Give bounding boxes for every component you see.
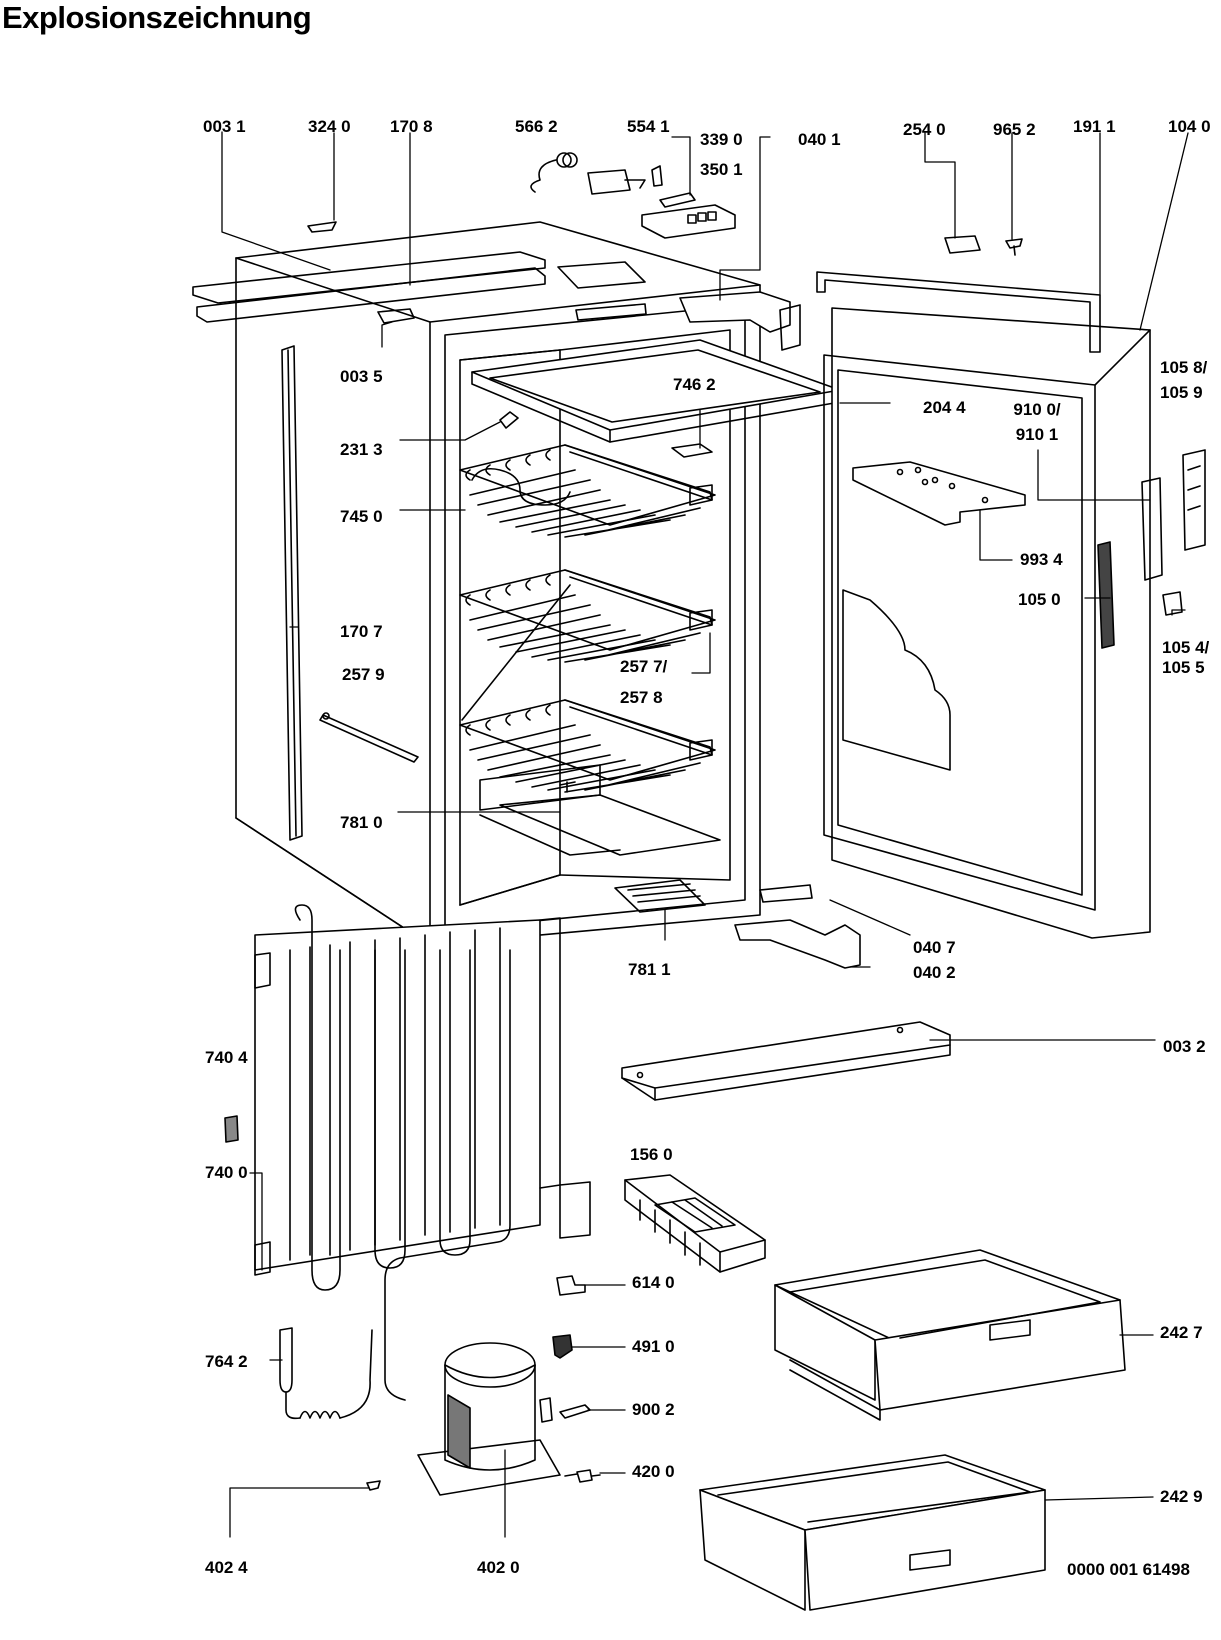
label-7810: 781 0 bbox=[340, 813, 383, 832]
label-7450: 745 0 bbox=[340, 507, 383, 526]
label-9100: 910 0/ bbox=[1013, 400, 1061, 419]
label-1054: 105 4/ bbox=[1162, 638, 1210, 657]
label-1055: 105 5 bbox=[1162, 658, 1205, 677]
label-1708: 170 8 bbox=[390, 117, 433, 136]
label-3390: 339 0 bbox=[700, 130, 743, 149]
label-1050: 105 0 bbox=[1018, 590, 1061, 609]
drawer-lower bbox=[699, 1454, 1046, 1611]
label-0035: 003 5 bbox=[340, 367, 383, 386]
drawer-upper bbox=[774, 1249, 1126, 1421]
door bbox=[734, 271, 1206, 969]
label-7404: 740 4 bbox=[205, 1048, 248, 1067]
label-2313: 231 3 bbox=[340, 440, 383, 459]
condenser bbox=[224, 904, 591, 1420]
label-1911: 191 1 bbox=[1073, 117, 1116, 136]
label-2579: 257 9 bbox=[342, 665, 385, 684]
label-4200: 420 0 bbox=[632, 1462, 675, 1481]
label-1059: 105 9 bbox=[1160, 383, 1203, 402]
shelves bbox=[459, 339, 841, 811]
label-9101: 910 1 bbox=[1015, 425, 1059, 444]
label-0031: 003 1 bbox=[203, 117, 246, 136]
page-title: Explosionszeichnung bbox=[2, 0, 312, 35]
label-3240: 324 0 bbox=[308, 117, 351, 136]
label-2540: 254 0 bbox=[903, 120, 946, 139]
label-0032: 003 2 bbox=[1163, 1037, 1206, 1056]
label-7642: 764 2 bbox=[205, 1352, 248, 1371]
label-1560: 156 0 bbox=[630, 1145, 673, 1164]
label-7462: 746 2 bbox=[673, 375, 716, 394]
cabinet-body bbox=[192, 221, 761, 946]
label-4910: 491 0 bbox=[632, 1337, 675, 1356]
label-0402: 040 2 bbox=[913, 963, 956, 982]
label-1707: 170 7 bbox=[340, 622, 383, 641]
label-6140: 614 0 bbox=[632, 1273, 675, 1292]
label-3501: 350 1 bbox=[700, 160, 743, 179]
top-components bbox=[307, 152, 1023, 351]
label-2427: 242 7 bbox=[1160, 1323, 1203, 1342]
label-1040: 104 0 bbox=[1168, 117, 1211, 136]
wire-shelf-middle bbox=[459, 569, 716, 721]
label-9934: 993 4 bbox=[1020, 550, 1063, 569]
bottom-cover bbox=[621, 1021, 951, 1101]
label-5541: 554 1 bbox=[627, 117, 670, 136]
label-1058: 105 8/ bbox=[1160, 358, 1208, 377]
label-7400: 740 0 bbox=[205, 1163, 248, 1182]
figure-id: 0000 001 61498 bbox=[1067, 1560, 1190, 1579]
label-2044: 204 4 bbox=[923, 398, 966, 417]
label-4024: 402 4 bbox=[205, 1558, 248, 1577]
label-0401: 040 1 bbox=[798, 130, 841, 149]
label-9002: 900 2 bbox=[632, 1400, 675, 1419]
label-2578: 257 8 bbox=[620, 688, 663, 707]
label-2577: 257 7/ bbox=[620, 657, 668, 676]
label-4020: 402 0 bbox=[477, 1558, 520, 1577]
leader-lines bbox=[221, 131, 1189, 1538]
label-9652: 965 2 bbox=[993, 120, 1036, 139]
ice-tray bbox=[624, 1174, 766, 1273]
label-0407: 040 7 bbox=[913, 938, 956, 957]
wire-shelf-top bbox=[459, 444, 716, 538]
label-7811: 781 1 bbox=[628, 960, 671, 979]
label-2429: 242 9 bbox=[1160, 1487, 1203, 1506]
label-5662: 566 2 bbox=[515, 117, 558, 136]
compressor bbox=[417, 1342, 561, 1496]
wire-shelf-bottom bbox=[459, 699, 716, 811]
